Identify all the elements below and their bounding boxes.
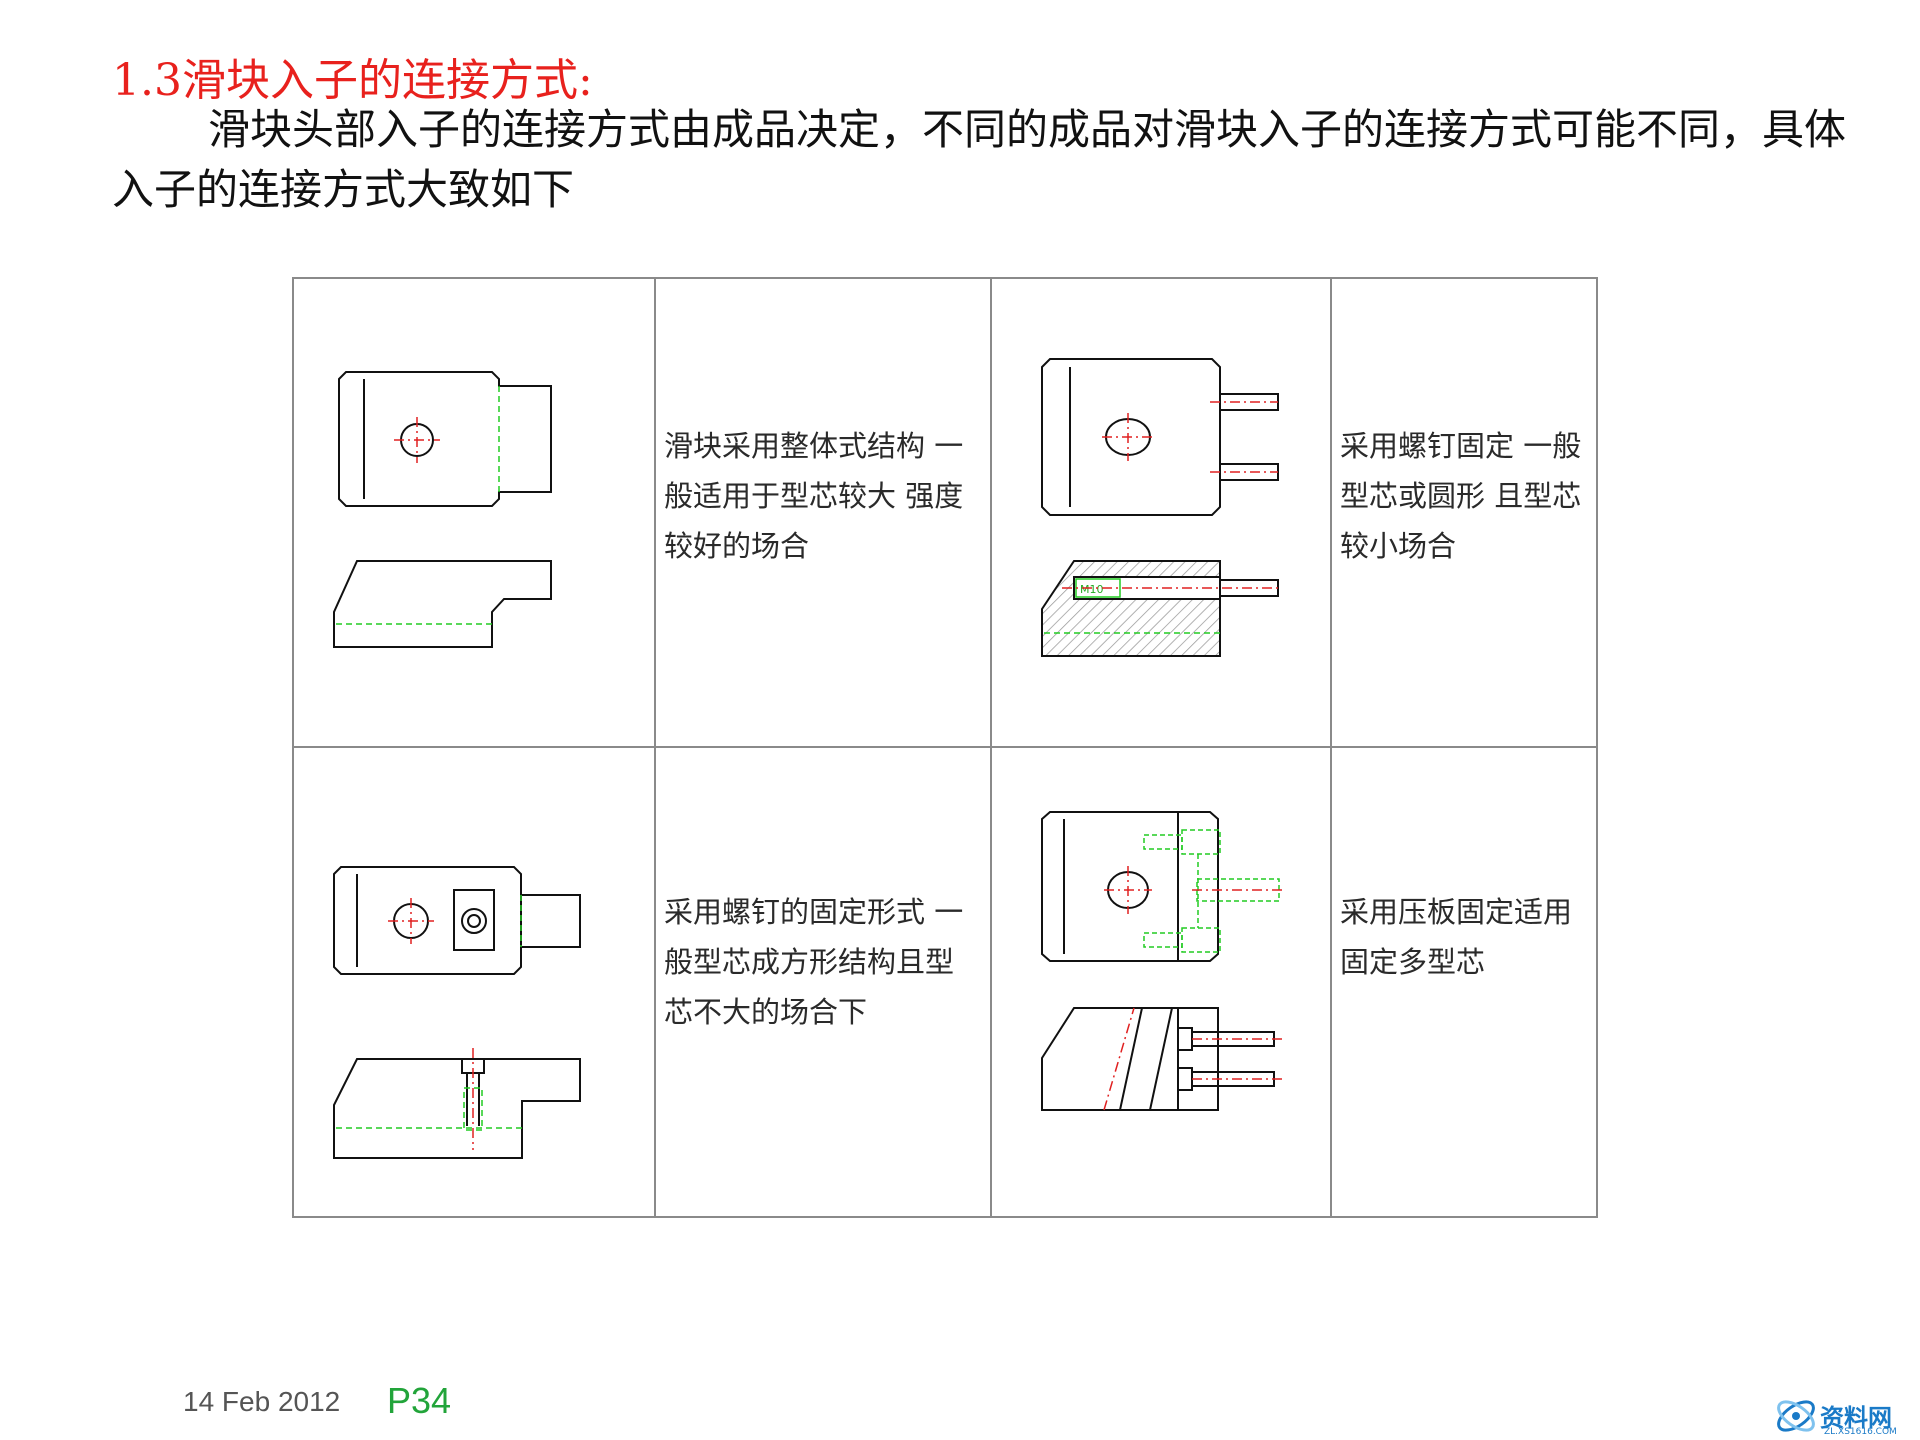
description-line: 般型芯成方形结构且型 bbox=[664, 945, 955, 979]
description-line: 滑块采用整体式结构 一 bbox=[664, 429, 964, 463]
description-line: 较小场合 bbox=[1340, 529, 1457, 563]
integral-slider-drawing bbox=[333, 371, 552, 648]
watermark-url: ZL.XS1616.COM bbox=[1824, 1427, 1897, 1437]
table-divider bbox=[294, 746, 1596, 748]
description-line: 采用螺钉的固定形式 一 bbox=[664, 895, 964, 929]
footer-date: 14 Feb 2012 bbox=[183, 1386, 341, 1417]
description-pressure-plate: 采用压板固定适用 固定多型芯 bbox=[1340, 887, 1572, 987]
pressure-plate-drawing bbox=[1041, 811, 1282, 1111]
screw-fixed-square-core-drawing bbox=[333, 866, 581, 1159]
description-line: 固定多型芯 bbox=[1340, 945, 1486, 979]
section-heading: 1.3滑块入子的连接方式: bbox=[112, 55, 593, 106]
description-line: 型芯或圆形 且型芯 bbox=[1340, 479, 1582, 513]
site-logo-icon bbox=[1777, 1400, 1815, 1432]
thread-label: M10 bbox=[1080, 583, 1104, 596]
description-line: 采用螺钉固定 一般 bbox=[1340, 429, 1582, 463]
screw-fixed-core-drawing: M10 bbox=[1041, 358, 1282, 657]
connection-methods-table: 滑块采用整体式结构 一 般适用于型芯较大 强度 较好的场合 M10 bbox=[292, 277, 1598, 1218]
intro-paragraph: 滑块头部入子的连接方式由成品决定，不同的成品对滑块入子的连接方式可能不同，具体入… bbox=[112, 105, 1847, 214]
description-line: 较好的场合 bbox=[664, 529, 810, 563]
description-integral: 滑块采用整体式结构 一 般适用于型芯较大 强度 较好的场合 bbox=[664, 421, 963, 571]
description-line: 芯不大的场合下 bbox=[664, 995, 868, 1029]
description-screw-square: 采用螺钉的固定形式 一 般型芯成方形结构且型 芯不大的场合下 bbox=[664, 887, 963, 1037]
description-line: 采用压板固定适用 bbox=[1340, 895, 1573, 929]
description-screw-round: 采用螺钉固定 一般 型芯或圆形 且型芯 较小场合 bbox=[1340, 421, 1581, 571]
page-number: P34 bbox=[387, 1380, 452, 1421]
watermark-text: 资料网 bbox=[1820, 1404, 1892, 1432]
description-line: 般适用于型芯较大 强度 bbox=[664, 479, 964, 513]
